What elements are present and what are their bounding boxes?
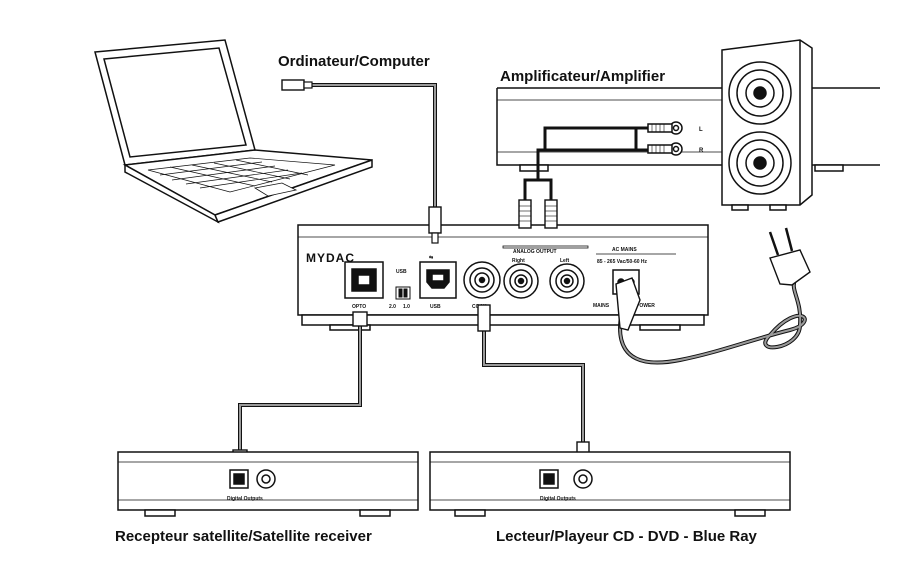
opto-label: OPTO [352, 304, 366, 310]
label-player: Lecteur/Playeur CD - DVD - Blue Ray [496, 528, 758, 545]
power-cable [618, 279, 807, 365]
amp-channel-l: L [699, 127, 703, 133]
usb-mode-b: 1.0 [403, 304, 410, 310]
satellite-outputs-label: Digital Outputs [227, 496, 263, 502]
amplifier [496, 87, 880, 172]
label-satellite: Recepteur satellite/Satellite receiver [115, 528, 372, 545]
analog-left-label: Left [560, 258, 570, 264]
cd-player [429, 451, 791, 517]
power-left-label: MAINS [593, 303, 610, 309]
analog-output-jacks [502, 245, 589, 299]
usb-port-label: USB [430, 304, 441, 310]
ac-spec-label: 85 - 265 Vac/50-60 Hz [597, 259, 648, 265]
analog-output-label: ANALOG OUTPUT [513, 249, 557, 255]
svg-text:⇆: ⇆ [429, 254, 434, 261]
dac-logo: MYDAC [306, 251, 355, 265]
label-amplifier: Amplificateur/Amplifier [500, 68, 665, 85]
usb-mode-switch [395, 286, 411, 300]
power-right-label: POWER [636, 303, 655, 309]
analog-right-label: Right [512, 258, 525, 264]
satellite-receiver [117, 451, 419, 517]
speaker [721, 39, 813, 211]
amp-channel-r: R [699, 148, 704, 154]
ac-mains-label: AC MAINS [612, 247, 637, 253]
laptop [94, 39, 373, 224]
opto-jack [344, 261, 384, 299]
usb-mode-a: 2.0 [389, 304, 396, 310]
coax-jack [463, 261, 501, 299]
coax-cable [477, 304, 590, 465]
analog-plugs [518, 199, 558, 229]
usb-mode-label: USB [396, 269, 407, 275]
label-computer: Ordinateur/Computer [278, 53, 430, 70]
player-outputs-label: Digital Outputs [540, 496, 576, 502]
power-plug [615, 227, 811, 331]
analog-cables [523, 126, 648, 200]
usb-cable: ⇆ [281, 79, 442, 261]
optical-cable [232, 311, 368, 472]
usb-port [419, 261, 457, 299]
